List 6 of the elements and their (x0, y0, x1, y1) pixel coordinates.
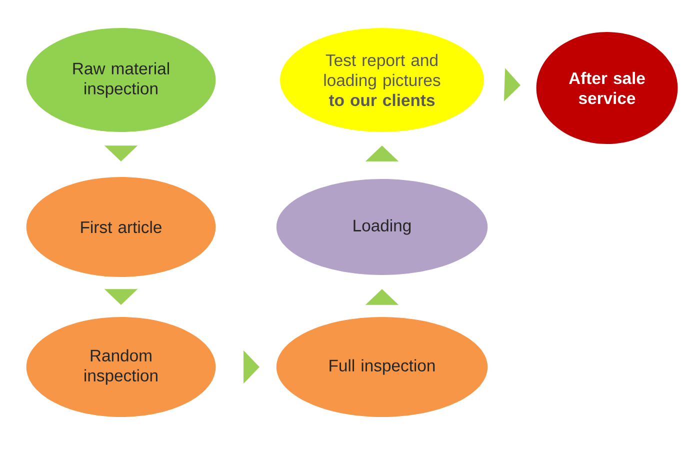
arrow (504, 68, 520, 102)
arrow (365, 289, 399, 306)
arrow (365, 146, 399, 162)
arrow (243, 350, 260, 384)
arrow (104, 288, 138, 305)
arrow (104, 145, 138, 162)
